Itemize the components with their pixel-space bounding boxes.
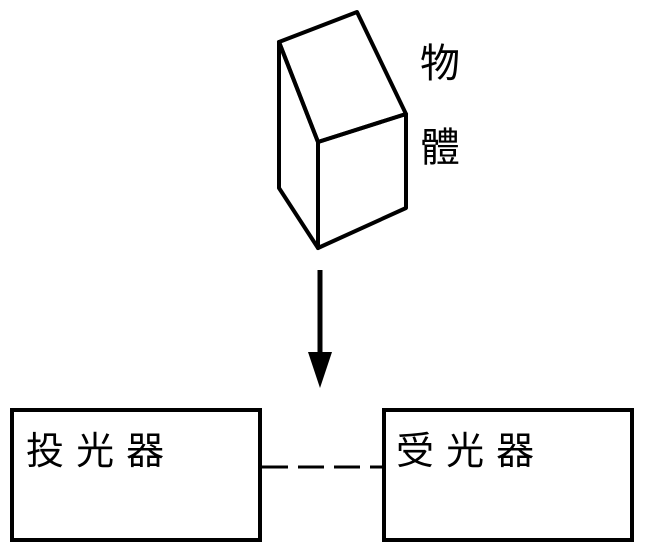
down-arrow: [308, 270, 332, 388]
emitter-box: [10, 408, 262, 542]
object-front-face: [316, 112, 408, 250]
receiver-box: [382, 408, 634, 542]
object-block: [277, 10, 408, 250]
object-top-face: [277, 10, 408, 144]
object-label: 物 體: [420, 44, 460, 168]
object-label-char-1: 物: [420, 41, 460, 87]
arrow-head: [308, 352, 332, 388]
object-label-char-2: 體: [420, 125, 460, 171]
object-left-face: [277, 40, 320, 250]
emitter-label: 投 光 器: [26, 429, 165, 473]
receiver-label: 受 光 器: [396, 429, 535, 473]
